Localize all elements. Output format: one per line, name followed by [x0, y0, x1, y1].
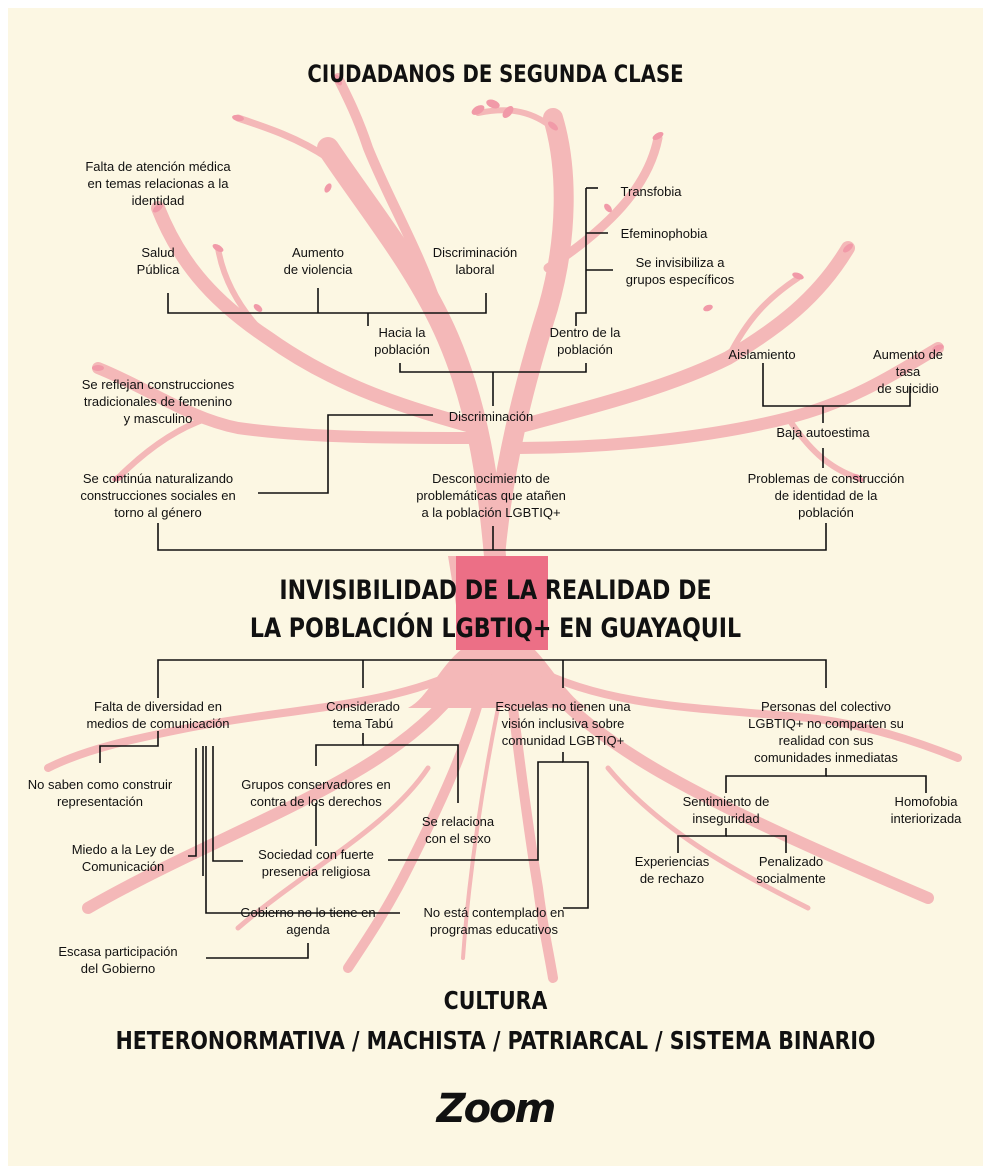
- central-problem-line2: LA POBLACIÓN LGBTIQ+ EN GUAYAQUIL: [249, 613, 742, 644]
- tree-illustration: [44, 73, 962, 983]
- cause-grupos-conservadores: Grupos conservadores en contra de los de…: [241, 777, 391, 809]
- cause-no-saben: No saben como construir representación: [27, 777, 173, 809]
- root-title: CULTURA: [443, 986, 548, 1015]
- tree-branches: [92, 73, 944, 567]
- effect-discriminacion-laboral: Discriminación laboral: [432, 245, 518, 277]
- effect-se-invisibiliza: Se invisibiliza a grupos específicos: [625, 255, 735, 287]
- cause-experiencias-rechazo: Experiencias de rechazo: [634, 854, 710, 886]
- root-subtitle: HETERONORMATIVA / MACHISTA / PATRIARCAL …: [115, 1026, 876, 1055]
- zoom-logo: Zoom: [436, 1086, 557, 1132]
- effect-transfobia: Transfobia: [620, 184, 682, 199]
- cause-escuelas: Escuelas no tienen una visión inclusiva …: [495, 699, 631, 748]
- cause-no-contemplado: No está contemplado en programas educati…: [423, 905, 565, 937]
- cause-falta-diversidad: Falta de diversidad en medios de comunic…: [86, 699, 230, 731]
- cause-se-relaciona-sexo: Se relaciona con el sexo: [421, 814, 495, 846]
- effect-desconocimiento: Desconocimiento de problemáticas que ata…: [416, 471, 566, 520]
- cause-penalizado-socialmente: Penalizado socialmente: [756, 854, 826, 886]
- effect-aumento-tasa-suicidio: Aumento de tasa de suicidio: [872, 347, 944, 396]
- cause-miedo-ley: Miedo a la Ley de Comunicación: [71, 842, 175, 874]
- central-problem-title: INVISIBILIDAD DE LA REALIDAD DE LA POBLA…: [96, 572, 896, 648]
- effect-problemas-construccion: Problemas de construcción de identidad d…: [747, 471, 905, 520]
- effect-hacia-la-poblacion: Hacia la población: [374, 325, 430, 357]
- effect-falta-atencion-medica: Falta de atención médica en temas relaci…: [85, 159, 231, 208]
- effect-dentro-de-la-poblacion: Dentro de la población: [549, 325, 621, 357]
- cause-escasa-participacion: Escasa participación del Gobierno: [58, 944, 178, 976]
- effect-baja-autoestima: Baja autoestima: [776, 425, 870, 440]
- effect-salud-publica: Salud Pública: [136, 245, 180, 277]
- tree-roots: [44, 652, 962, 983]
- cause-homofobia-interiorizada: Homofobia interiorizada: [890, 794, 962, 826]
- cause-sociedad-religiosa: Sociedad con fuerte presencia religiosa: [258, 847, 374, 879]
- effect-se-continua-naturalizando: Se continúa naturalizando construcciones…: [80, 471, 236, 520]
- tree-leaves: [92, 74, 944, 482]
- cause-gobierno-agenda: Gobierno no lo tiene en agenda: [240, 905, 376, 937]
- cause-sentimiento-inseguridad: Sentimiento de inseguridad: [682, 794, 770, 826]
- central-problem-line1: INVISIBILIDAD DE LA REALIDAD DE: [279, 575, 712, 606]
- effect-aislamiento: Aislamiento: [728, 347, 796, 362]
- trunk-core: [456, 556, 548, 650]
- connector-lines: [99, 187, 927, 959]
- cause-considerado-tabu: Considerado tema Tabú: [326, 699, 400, 731]
- effect-discriminacion: Discriminación: [448, 409, 534, 424]
- effect-efeminophobia: Efeminophobia: [620, 226, 708, 241]
- effect-se-reflejan-construcciones: Se reflejan construcciones tradicionales…: [81, 377, 235, 426]
- cause-personas-colectivo: Personas del colectivo LGBTIQ+ no compar…: [748, 699, 904, 765]
- top-title: CIUDADANOS DE SEGUNDA CLASE: [307, 60, 684, 88]
- effect-aumento-violencia: Aumento de violencia: [283, 245, 353, 277]
- problem-tree-infographic: CIUDADANOS DE SEGUNDA CLASE INVISIBILIDA…: [8, 8, 983, 1166]
